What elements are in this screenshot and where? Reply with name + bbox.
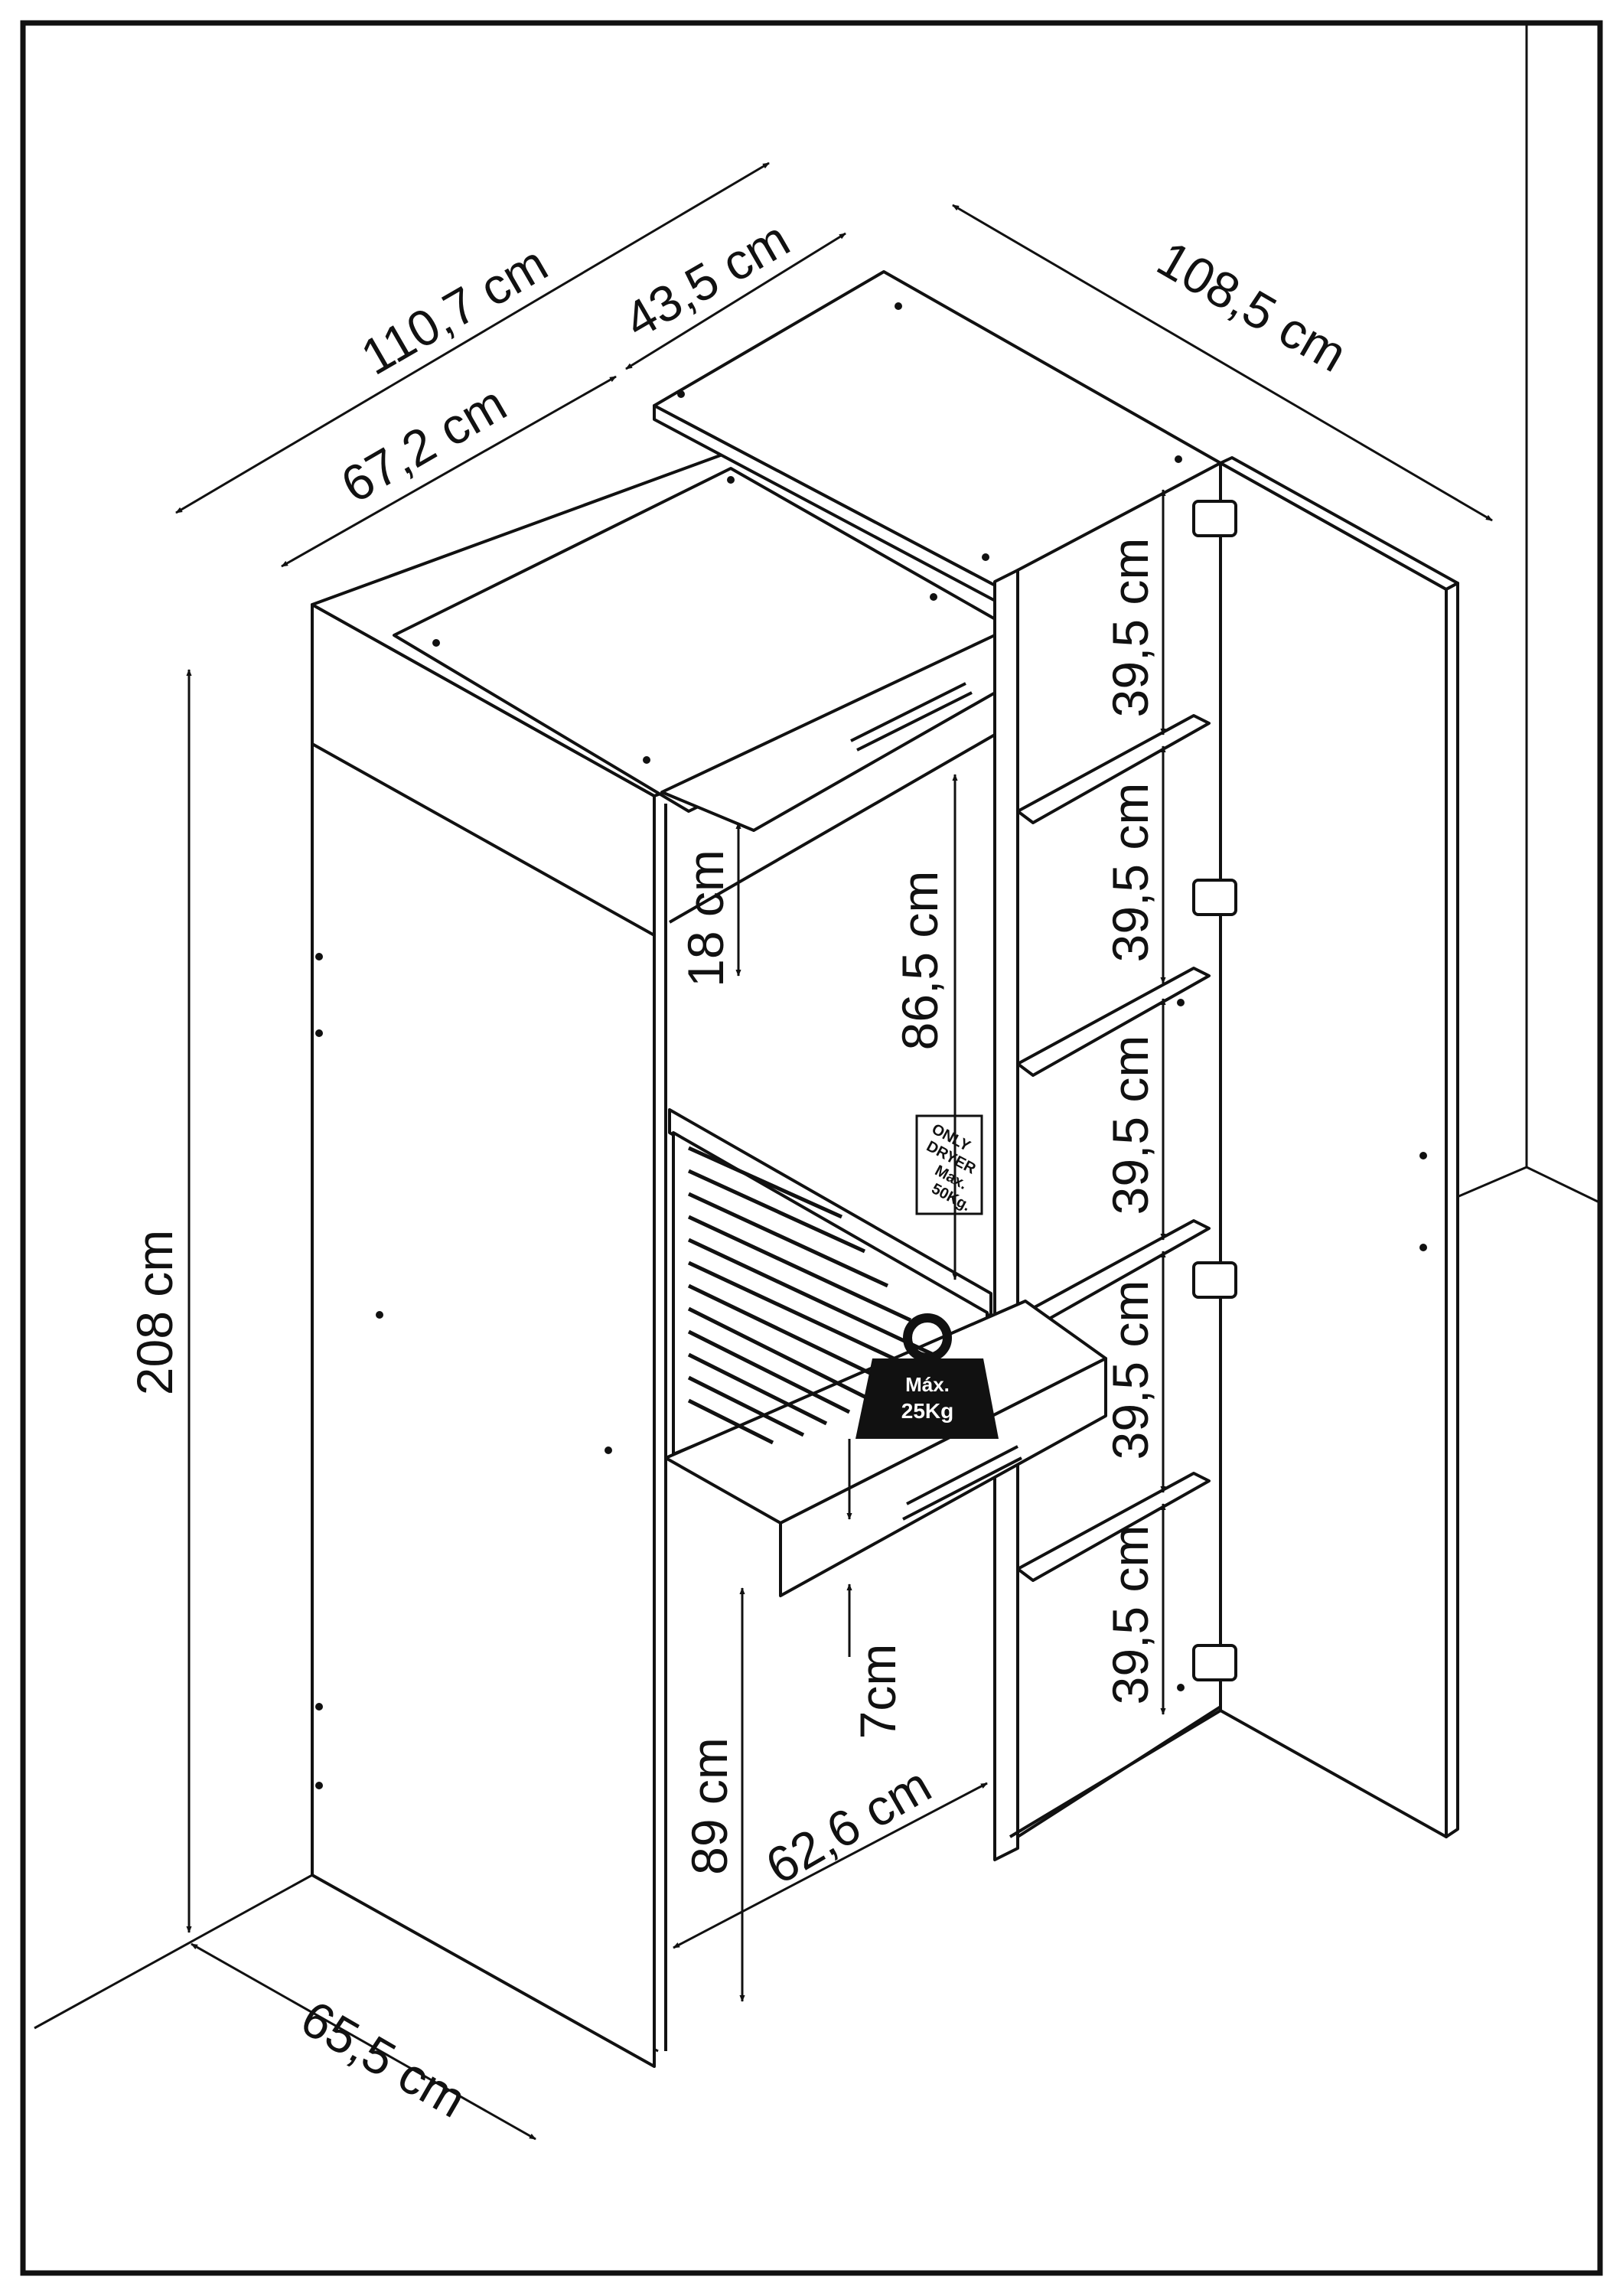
dimension-lines — [175, 161, 1493, 2141]
dim-lower-height: 89 cm — [681, 1737, 738, 1875]
dim-left-width: 67,2 cm — [331, 374, 515, 513]
dim-tray-height: 7cm — [849, 1644, 906, 1740]
shelf-4 — [1016, 1472, 1211, 1582]
shelf-1 — [1016, 714, 1211, 824]
middle-partition — [993, 569, 1019, 1861]
only-dryer-sign: ONLY DRYER Max. 50Kg. — [915, 1114, 983, 1215]
right-door — [1219, 461, 1448, 1838]
dim-shelf-4: 39,5 cm — [1102, 1280, 1159, 1460]
shelf-2 — [1016, 967, 1211, 1077]
dim-top-gap: 18 cm — [677, 850, 734, 987]
weight-label-1: Máx. — [905, 1373, 950, 1396]
weight-icon: Máx. 25Kg — [855, 1313, 999, 1439]
dim-right-width: 108,5 cm — [1148, 230, 1356, 383]
dim-total-width: 110,7 cm — [352, 234, 557, 385]
dim-height-total: 208 cm — [126, 1230, 183, 1395]
dim-shelf-5: 39,5 cm — [1102, 1525, 1159, 1705]
dim-niche-height: 86,5 cm — [891, 871, 948, 1051]
cabinet — [311, 270, 1459, 2068]
pull-out-tray-front — [779, 1357, 1107, 1597]
left-side-panel — [311, 603, 656, 2068]
page-frame — [20, 20, 1603, 2276]
grill-slats — [687, 1146, 935, 1445]
dim-inner-width: 62,6 cm — [756, 1756, 940, 1894]
weight-label-2: 25Kg — [901, 1399, 953, 1423]
dim-shelf-1: 39,5 cm — [1102, 538, 1159, 718]
dim-shelf-3: 39,5 cm — [1102, 1035, 1159, 1215]
dim-depth-bottom: 65,5 cm — [292, 1989, 475, 2128]
dim-shelf-2: 39,5 cm — [1102, 783, 1159, 963]
